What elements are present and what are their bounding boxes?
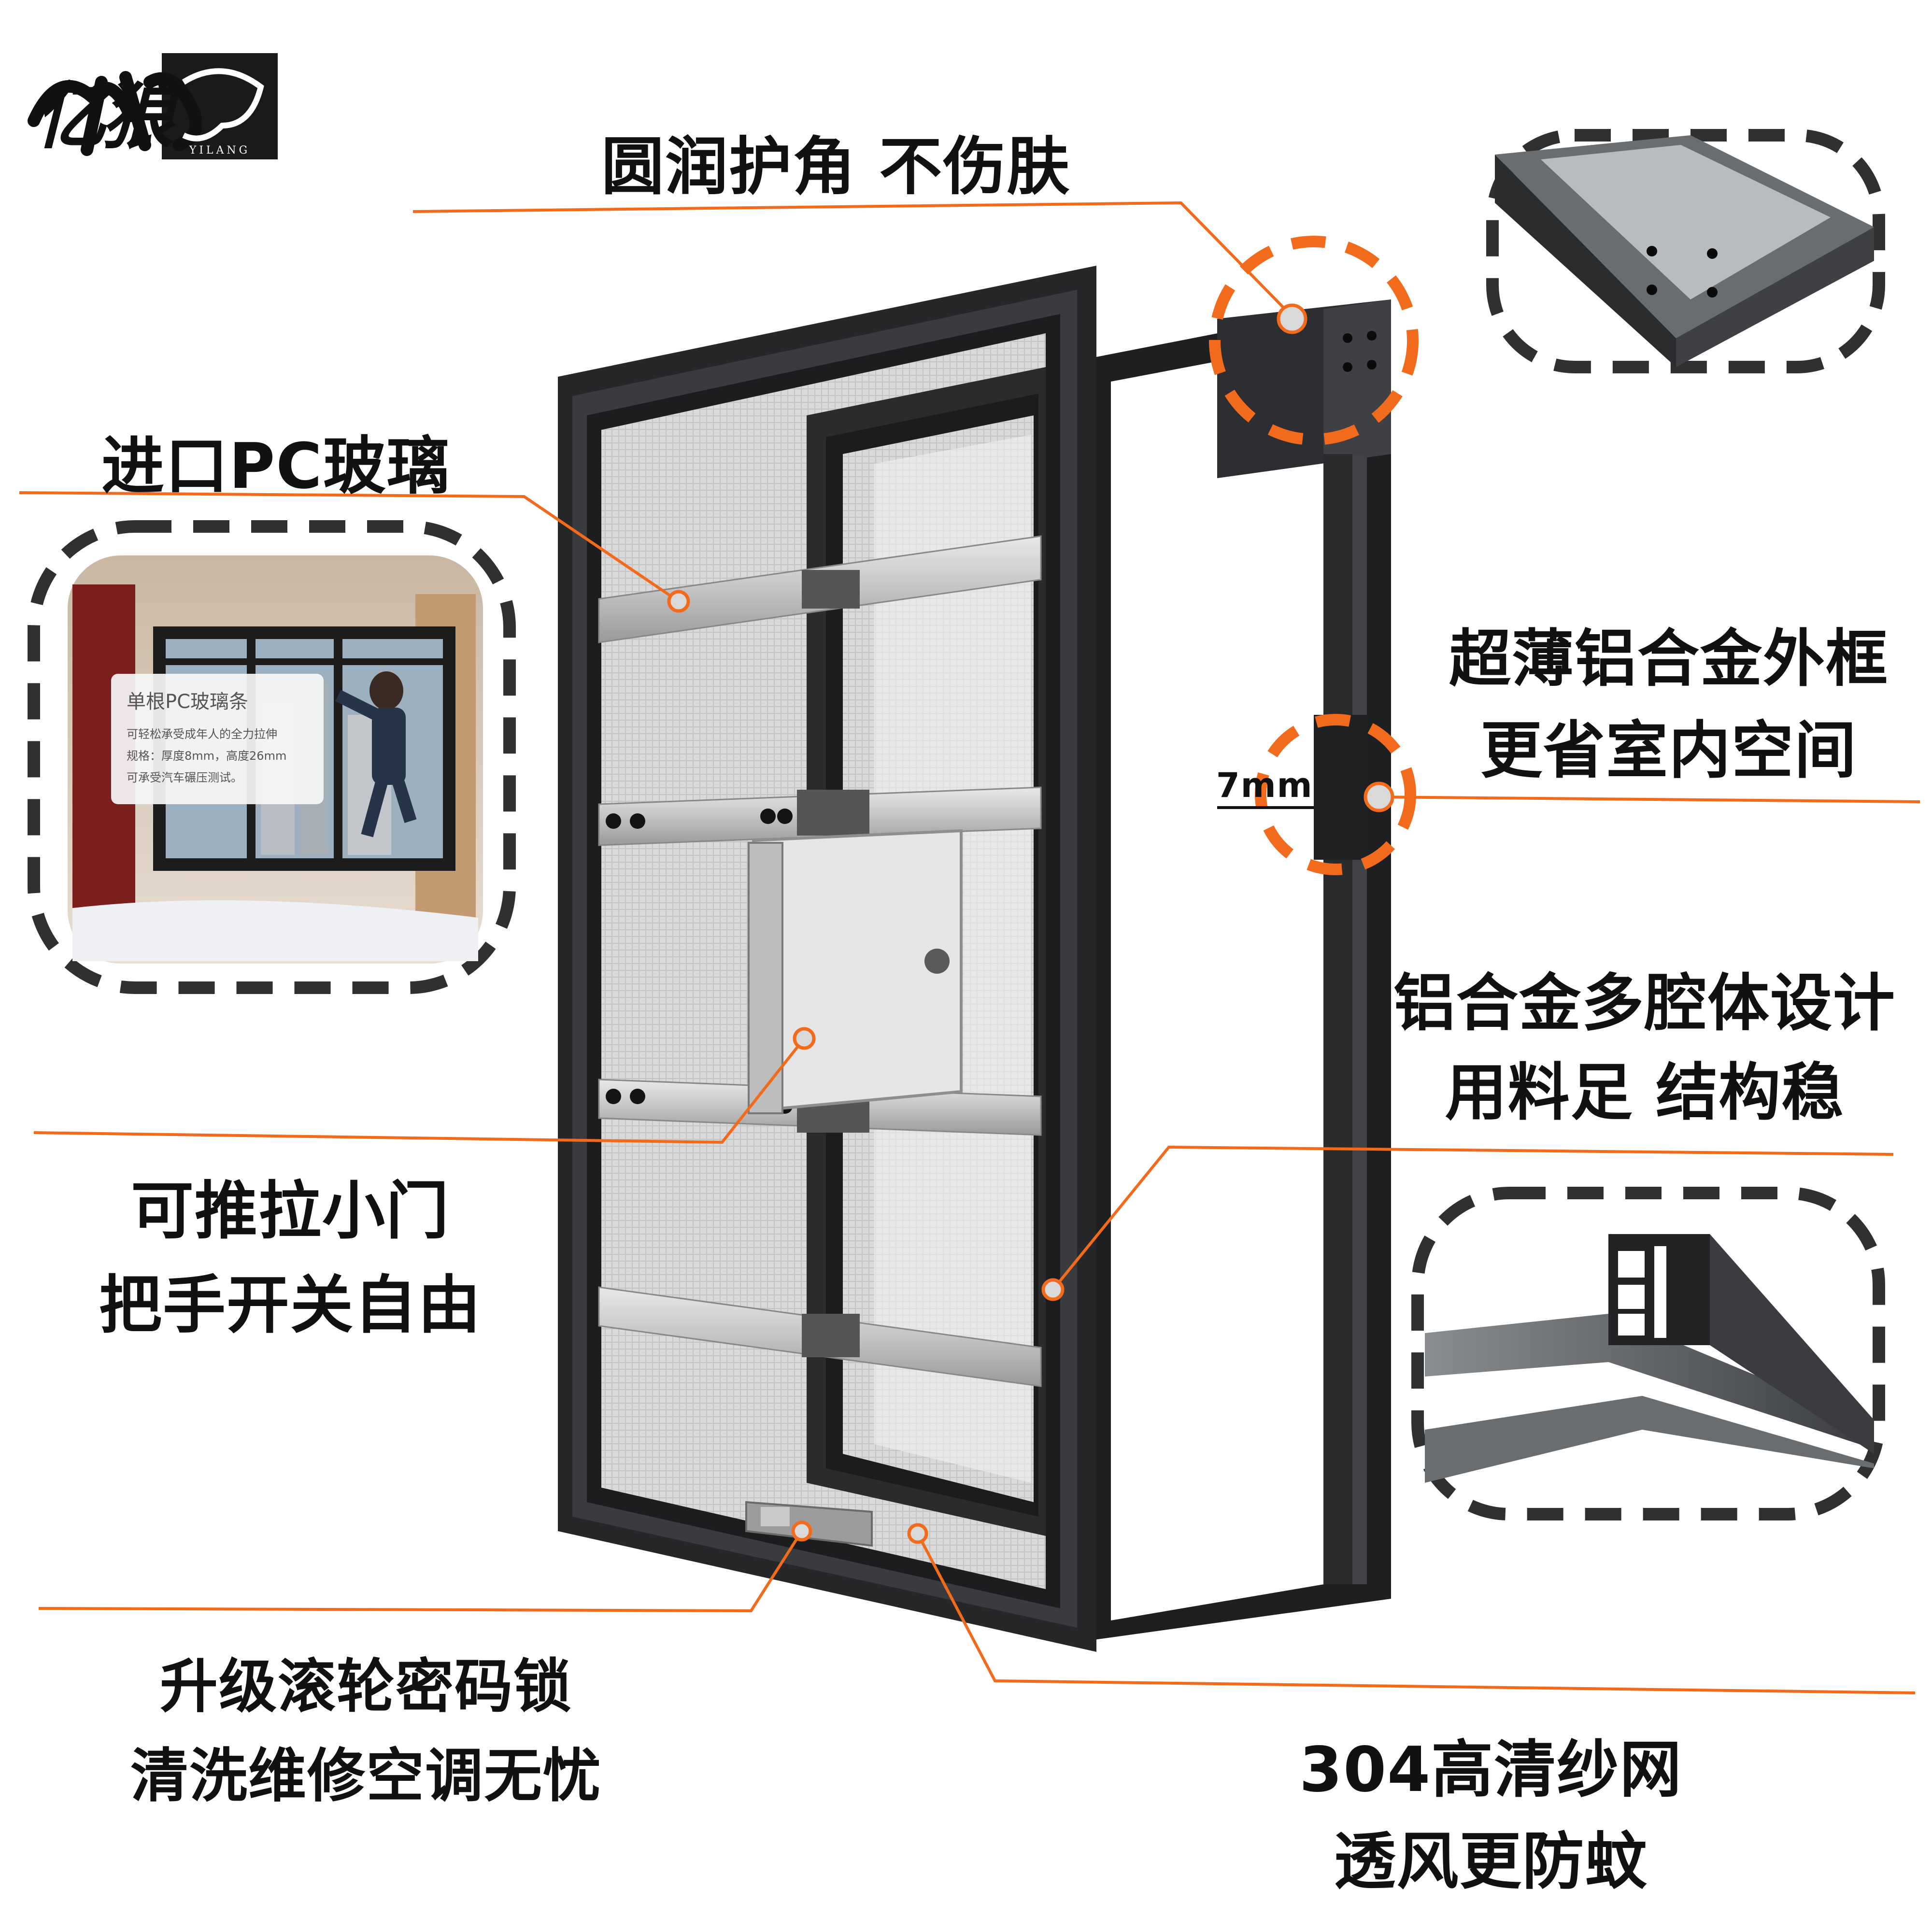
zoom-circles [1209,236,1419,875]
callout-mesh: 304高清纱网 透风更防蚊 [1299,1734,1683,1898]
outer-frame [1094,299,1391,1640]
leader-lines [19,201,1920,1694]
callout-rounded-corner: 圆润护角 不伤肤 [601,130,1071,203]
profile-inset [1411,1187,1885,1520]
brand-logo-text: YILANG [189,144,251,156]
photo-inset [28,520,516,994]
photo-card-title: 单根PC玻璃条 [127,691,249,713]
corner-inset [1486,129,1885,373]
callout-outer-frame: 超薄铝合金外框 更省室内空间 [1449,623,1889,787]
callout-multi-cavity: 铝合金多腔体设计 用料足 结构稳 [1393,967,1896,1129]
thickness-label: 7mm [1216,766,1313,805]
callout-pc-glass: 进口PC玻璃 [101,429,451,503]
photo-card-line1: 可轻松承受成年人的全力拉伸 [127,727,277,741]
photo-card-line3: 可承受汽车碾压测试。 [127,771,242,784]
callout-small-door: 可推拉小门 把手开关自由 [99,1174,482,1342]
window-sash [558,266,1096,1652]
brand-name: 亿狼 [34,74,174,159]
photo-card-line2: 规格：厚度8mm，高度26mm [127,749,287,763]
callout-dots [667,303,1394,1544]
brand-logo: YILANG [28,53,278,159]
callout-roller-lock: 升级滚轮密码锁 清洗维修空调无忧 [130,1653,602,1810]
